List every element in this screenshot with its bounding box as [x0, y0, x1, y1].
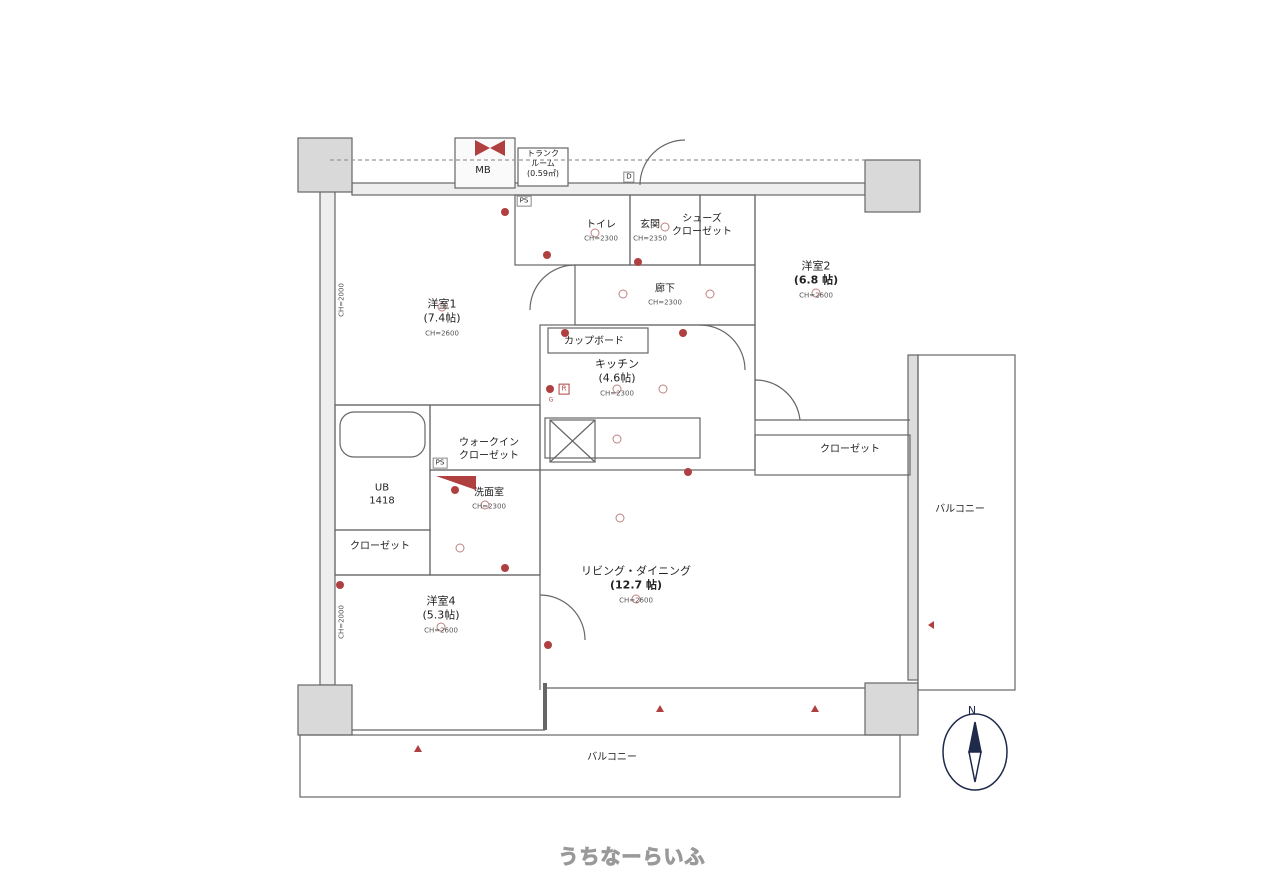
room-western4: 洋室4(5.3帖) CH=2600: [422, 594, 459, 635]
room-name: トランク ルーム: [527, 149, 559, 168]
ceiling-height: CH=2300: [600, 388, 634, 397]
column-nw: [297, 137, 353, 193]
room-closet-east: クローゼット: [820, 443, 880, 455]
room-name: 洋室2: [801, 259, 831, 273]
room-living: リビング・ダイニング(12.7 帖) CH=2600: [581, 564, 691, 605]
room-name: UB: [374, 482, 390, 494]
room-name: 玄関: [640, 219, 660, 231]
room-washroom: 洗面室 CH=2300: [472, 488, 506, 513]
trunk-room: トランク ルーム(0.59㎡): [527, 149, 559, 179]
d-mark: D: [623, 171, 635, 183]
room-shoes-closet: シューズ クローゼット: [672, 213, 732, 238]
ceiling-height: CH=2600: [799, 290, 833, 299]
room-area: (7.4帖): [423, 311, 461, 325]
ceiling-height: CH=2600: [619, 595, 653, 604]
wall-ceiling-height: CH=2000: [337, 283, 346, 317]
west-wall: [319, 189, 336, 686]
column-sw: [297, 684, 353, 736]
room-area: (4.6帖): [598, 371, 636, 385]
room-name: リビング・ダイニング: [581, 564, 691, 578]
north-wall: [351, 182, 866, 196]
cupboard-label: カップボード: [564, 335, 624, 347]
room-area: (0.59㎡): [526, 169, 560, 178]
east-wall: [907, 354, 919, 681]
room-kitchen: キッチン(4.6帖) CH=2300: [595, 357, 639, 398]
mb-label: MB: [475, 164, 491, 176]
compass-north-label: N: [967, 704, 977, 718]
room-western2: 洋室2(6.8 帖) CH=2600: [794, 259, 838, 300]
ceiling-height: CH=2600: [425, 328, 459, 337]
room-name: 洋室4: [426, 594, 456, 608]
room-name: 廊下: [655, 283, 675, 295]
room-name: 洋室1: [427, 297, 457, 311]
room-entrance: 玄関 CH=2350: [633, 220, 667, 245]
room-name: トイレ: [586, 219, 616, 231]
room-name: キッチン: [595, 357, 639, 371]
ps-mark: PS: [432, 457, 448, 469]
room-area: (12.7 帖): [609, 578, 663, 592]
equipment-marks: [336, 140, 934, 752]
balcony-east-outline: [917, 354, 1016, 691]
wall-ceiling-height: CH=2000: [337, 605, 346, 639]
room-closet-west: クローゼット: [350, 540, 410, 552]
ceiling-height: CH=2350: [633, 234, 667, 242]
room-hallway: 廊下 CH=2300: [648, 284, 682, 309]
balcony-south-outline: [299, 734, 901, 798]
ceiling-height: CH=2600: [424, 625, 458, 634]
balcony-south-label: バルコニー: [587, 751, 637, 763]
ceiling-height: CH=2300: [648, 298, 682, 306]
r-mark: R: [558, 383, 570, 395]
balcony-east-label: バルコニー: [935, 503, 985, 515]
column-se: [864, 682, 919, 736]
compass: [942, 713, 1008, 791]
room-toilet: トイレ CH=2300: [584, 220, 618, 245]
g-mark: G: [548, 396, 554, 404]
room-area: (6.8 帖): [793, 273, 839, 287]
ceiling-height: CH=2300: [584, 234, 618, 242]
watermark-logo: うちなーらいふ: [558, 844, 706, 869]
ps-mark: PS: [516, 195, 532, 207]
ceiling-height: CH=2300: [472, 502, 506, 510]
room-name: 洗面室: [474, 487, 504, 499]
ceiling-lights: [436, 222, 821, 632]
column-ne: [864, 159, 921, 213]
room-area: (5.3帖): [422, 608, 460, 622]
room-walkin-closet: ウォークイン クローゼット: [459, 437, 519, 462]
room-western1: 洋室1(7.4帖) CH=2600: [423, 297, 460, 338]
bath-size: 1418: [369, 495, 395, 506]
